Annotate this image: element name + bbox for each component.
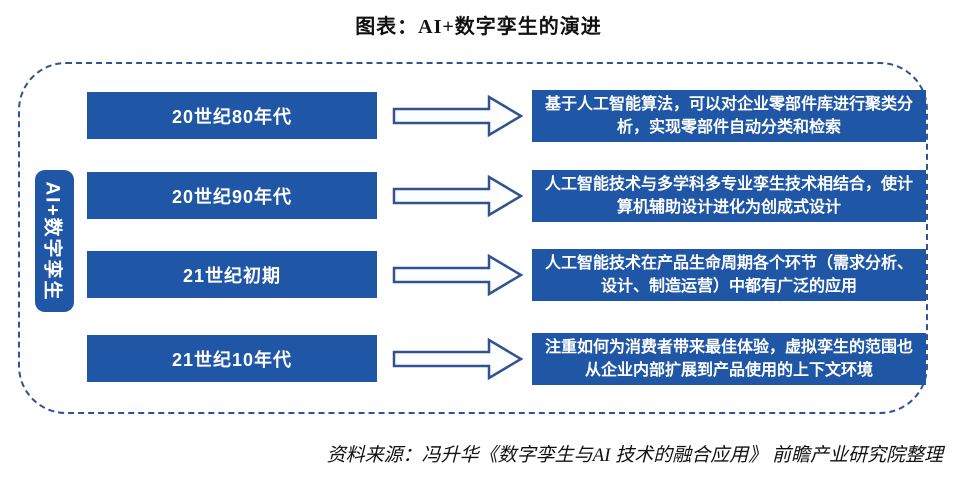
source-attribution: 资料来源：冯升华《数字孪生与AI 技术的融合应用》 前瞻产业研究院整理 — [326, 445, 943, 466]
era-label: 20世纪90年代 — [171, 186, 293, 207]
era-box: 20世纪80年代 — [87, 92, 377, 139]
description-text: 注重如何为消费者带来最佳体验，虚拟孪生的范围也从企业内部扩展到产品使用的上下文环… — [544, 338, 913, 379]
right-arrow-icon — [392, 337, 524, 381]
description-text: 人工智能技术与多学科多专业孪生技术相结合，使计算机辅助设计进化为创成式设计 — [544, 175, 913, 216]
description-box: 人工智能技术在产品生命周期各个环节（需求分析、设计、制造运营）中都有广泛的应用 — [532, 249, 926, 301]
timeline-row: 21世纪初期 人工智能技术在产品生命周期各个环节（需求分析、设计、制造运营）中都… — [20, 249, 930, 301]
description-text: 人工智能技术在产品生命周期各个环节（需求分析、设计、制造运营）中都有广泛的应用 — [544, 254, 913, 295]
era-box: 21世纪10年代 — [87, 335, 377, 382]
timeline-row: 20世纪90年代 人工智能技术与多学科多专业孪生技术相结合，使计算机辅助设计进化… — [20, 170, 930, 222]
era-box: 21世纪初期 — [87, 251, 377, 298]
era-label: 20世纪80年代 — [171, 106, 293, 127]
side-label-box: AI+数字孪生 — [35, 170, 74, 312]
era-label: 21世纪10年代 — [171, 349, 293, 370]
right-arrow-icon — [392, 174, 524, 218]
description-box: 人工智能技术与多学科多专业孪生技术相结合，使计算机辅助设计进化为创成式设计 — [532, 170, 926, 222]
description-box: 注重如何为消费者带来最佳体验，虚拟孪生的范围也从企业内部扩展到产品使用的上下文环… — [532, 333, 926, 385]
description-text: 基于人工智能算法，可以对企业零部件库进行聚类分析，实现零部件自动分类和检索 — [544, 95, 913, 136]
right-arrow-icon — [392, 94, 524, 138]
timeline-row: 21世纪10年代 注重如何为消费者带来最佳体验，虚拟孪生的范围也从企业内部扩展到… — [20, 333, 930, 385]
timeline-row: 20世纪80年代 基于人工智能算法，可以对企业零部件库进行聚类分析，实现零部件自… — [20, 90, 930, 142]
era-label: 21世纪初期 — [182, 265, 282, 286]
page-title: 图表：AI+数字孪生的演进 — [355, 16, 602, 38]
right-arrow-icon — [392, 253, 524, 297]
description-box: 基于人工智能算法，可以对企业零部件库进行聚类分析，实现零部件自动分类和检索 — [532, 90, 926, 142]
era-box: 20世纪90年代 — [87, 172, 377, 219]
diagram-frame: AI+数字孪生 20世纪80年代 基于人工智能算法，可以对企业零部件库进行聚类分… — [18, 62, 928, 414]
